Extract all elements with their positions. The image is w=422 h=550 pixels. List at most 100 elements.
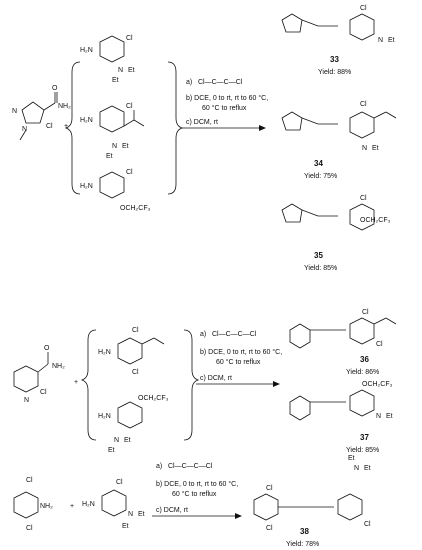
atom-label: Cl bbox=[376, 341, 383, 348]
oxalyl-chloride: Cl—C—C—Cl bbox=[198, 79, 243, 86]
condition-b-continued: 60 °C to reflux bbox=[202, 104, 247, 112]
arrowhead bbox=[273, 381, 280, 387]
atom-label: H₂N bbox=[80, 183, 93, 190]
reagent-diethylamino-pyrimidine: Cl H₂N N Et Et bbox=[80, 35, 135, 84]
atom-label: Cl bbox=[132, 327, 139, 334]
atom-label: H₂N bbox=[82, 501, 95, 508]
condition-a: a) bbox=[156, 463, 162, 470]
atom-label: Et bbox=[138, 511, 145, 518]
condition-b-continued: 60 °C to reflux bbox=[172, 490, 217, 498]
atom-label: Et bbox=[388, 37, 395, 44]
reagent-sec-butyl-dichloropyrimidine: Cl H₂N Cl bbox=[98, 327, 165, 376]
reaction-conditions-3: a) Cl—C—C—Cl b) DCE, 0 to rt, rt to 60 °… bbox=[156, 463, 238, 514]
atom-label: H₂N bbox=[80, 47, 93, 54]
atom-label: Cl bbox=[132, 369, 139, 376]
reaction-conditions-2: a) Cl—C—C—Cl b) DCE, 0 to rt, rt to 60 °… bbox=[200, 331, 282, 382]
condition-b: b) DCE, 0 to rt, rt to 60 °C, bbox=[200, 348, 282, 356]
atom-label: Et bbox=[108, 447, 115, 454]
reagent-trifluoroethoxy-pyrimidine: Cl H₂N OCH₂CF₃ bbox=[80, 169, 151, 212]
atom-label: Et bbox=[124, 437, 131, 444]
atom-label: H₂N bbox=[98, 413, 111, 420]
condition-c: c) DCM, rt bbox=[156, 507, 188, 514]
reaction-conditions-1: a) Cl—C—C—Cl b) DCE, 0 to rt, rt to 60 °… bbox=[186, 79, 268, 126]
reagent-diethylamino-chloropyrimidine: Cl H₂N N Et Et bbox=[82, 479, 145, 530]
atom-label: H₂N bbox=[98, 349, 111, 356]
scheme-1: NH₂ O Cl N N + Cl H₂N N Et Et Cl H₂N N bbox=[12, 5, 397, 272]
yield-text: Yield: 75% bbox=[304, 173, 337, 180]
atom-label: OCH₂CF₃ bbox=[360, 217, 391, 224]
atom-label: Cl bbox=[362, 309, 369, 316]
left-brace bbox=[64, 61, 81, 195]
yield-text: Yield: 85% bbox=[346, 447, 379, 454]
compound-number: 37 bbox=[360, 433, 369, 442]
atom-label: Cl bbox=[40, 389, 47, 396]
product-34: Cl N Et 34 Yield: 75% bbox=[281, 101, 397, 180]
atom-label: Et bbox=[128, 67, 135, 74]
atom-label: Et bbox=[122, 143, 129, 150]
pyrazole-carboxamide-structure: NH₂ O Cl N N bbox=[12, 85, 71, 141]
compound-number: 36 bbox=[360, 355, 369, 364]
atom-label: Cl bbox=[360, 195, 367, 202]
atom-label: Cl bbox=[46, 123, 53, 130]
arrowhead bbox=[259, 125, 266, 131]
atom-label: Cl bbox=[26, 525, 33, 532]
atom-label: OCH₂CF₃ bbox=[362, 381, 393, 388]
atom-label: OCH₂CF₃ bbox=[138, 395, 169, 402]
atom-label: N bbox=[114, 437, 119, 444]
product-37: OCH₂CF₃ N Et 37 Yield: 85% bbox=[289, 381, 393, 454]
oxalyl-chloride: Cl—C—C—Cl bbox=[212, 331, 257, 338]
yield-text: Yield: 78% bbox=[286, 541, 319, 548]
dichloroaniline-structure: Cl Cl NH₂ bbox=[13, 477, 53, 532]
atom-label: NH₂ bbox=[52, 363, 65, 370]
atom-label: OCH₂CF₃ bbox=[120, 205, 151, 212]
right-brace bbox=[167, 61, 184, 195]
condition-a: a) bbox=[186, 79, 192, 86]
atom-label: Cl bbox=[364, 521, 371, 528]
atom-label: O bbox=[52, 85, 58, 92]
reagent-trifluoroethoxy-diethylamino: OCH₂CF₃ H₂N N Et Et bbox=[98, 395, 169, 454]
condition-b-continued: 60 °C to reflux bbox=[216, 358, 261, 366]
scheme-3: Cl Cl NH₂ + Cl H₂N N Et Et a) Cl—C—C—Cl … bbox=[13, 455, 371, 548]
yield-text: Yield: 86% bbox=[346, 369, 379, 376]
atom-label: N bbox=[22, 126, 27, 133]
atom-label: N bbox=[128, 511, 133, 518]
condition-c: c) DCM, rt bbox=[200, 375, 232, 382]
arrowhead bbox=[235, 513, 242, 519]
atom-label: Et bbox=[122, 523, 129, 530]
condition-c: c) DCM, rt bbox=[186, 119, 218, 126]
yield-text: Yield: 85% bbox=[304, 265, 337, 272]
plus-sign: + bbox=[74, 379, 78, 386]
atom-label: N bbox=[362, 145, 367, 152]
atom-label: O bbox=[44, 345, 50, 352]
atom-label: H₂N bbox=[80, 117, 93, 124]
atom-label: Cl bbox=[26, 477, 33, 484]
atom-label: N bbox=[118, 67, 123, 74]
atom-label: N bbox=[378, 37, 383, 44]
atom-label: Et bbox=[372, 145, 379, 152]
compound-number: 33 bbox=[330, 55, 339, 64]
chloronicotinamide-structure: NH₂ O Cl N bbox=[13, 345, 65, 404]
compound-number: 35 bbox=[314, 251, 323, 260]
product-35: Cl OCH₂CF₃ 35 Yield: 85% bbox=[281, 195, 391, 272]
atom-label: N bbox=[24, 397, 29, 404]
atom-label: Cl bbox=[126, 169, 133, 176]
atom-label: Et bbox=[106, 153, 113, 160]
atom-label: Et bbox=[348, 455, 355, 462]
compound-number: 38 bbox=[300, 527, 309, 536]
atom-label: Cl bbox=[116, 479, 123, 486]
atom-label: NH₂ bbox=[40, 503, 53, 510]
atom-label: Cl bbox=[126, 103, 133, 110]
atom-label: N bbox=[354, 465, 359, 472]
atom-label: Cl bbox=[266, 525, 273, 532]
atom-label: N bbox=[376, 413, 381, 420]
atom-label: Et bbox=[386, 413, 393, 420]
product-33: Cl N Et 33 Yield: 88% bbox=[281, 5, 395, 76]
atom-label: Cl bbox=[266, 485, 273, 492]
scheme-2: NH₂ O Cl N + Cl H₂N Cl OCH₂CF₃ H₂N N Et … bbox=[13, 309, 397, 454]
atom-label: Cl bbox=[360, 101, 367, 108]
plus-sign: + bbox=[64, 123, 68, 130]
right-brace bbox=[183, 329, 200, 441]
condition-b: b) DCE, 0 to rt, rt to 60 °C, bbox=[186, 94, 268, 102]
atom-label: Et bbox=[364, 465, 371, 472]
